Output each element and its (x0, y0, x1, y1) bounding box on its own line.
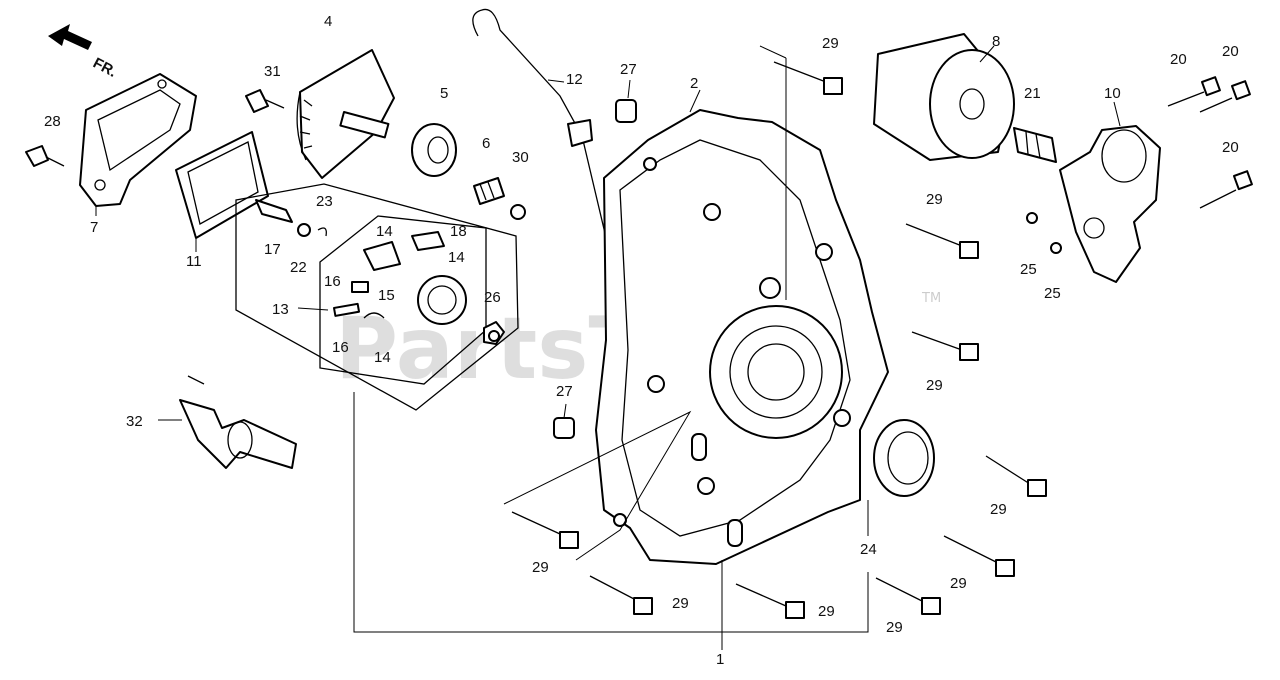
bolt-20-b (1199, 80, 1251, 113)
plate-11 (175, 131, 269, 239)
bolt-20-a (1167, 76, 1221, 107)
callout-4: 4 (324, 13, 332, 30)
callout-13: 13 (272, 301, 289, 318)
bolt-29-bottom-mid (735, 583, 805, 619)
callout-8: 8 (992, 33, 1000, 50)
callout-31: 31 (264, 63, 281, 80)
callout-25-b: 25 (1044, 285, 1061, 302)
bolt-31 (245, 89, 285, 113)
spring-6 (473, 177, 505, 205)
callout-5: 5 (440, 85, 448, 102)
callout-6: 6 (482, 135, 490, 152)
callout-28: 28 (44, 113, 61, 130)
dipstick-12 (472, 8, 609, 247)
callout-29-i: 29 (532, 559, 549, 576)
callout-21: 21 (1024, 85, 1041, 102)
ring-5 (411, 123, 457, 177)
dowel-pin-27-lower (553, 417, 575, 439)
callout-23: 23 (316, 193, 333, 210)
callout-20-a: 20 (1170, 51, 1187, 68)
washer-25-b (1050, 242, 1062, 254)
callout-1: 1 (716, 651, 724, 668)
nut-26 (488, 330, 500, 342)
callout-29-h: 29 (672, 595, 689, 612)
dowel-pin-27-upper (615, 99, 637, 123)
bolt-29-right-upper (905, 223, 979, 259)
callout-27-b: 27 (556, 383, 573, 400)
crankshaft-32 (179, 375, 297, 469)
callout-18: 18 (450, 223, 467, 240)
gear-assembly-4 (296, 49, 395, 179)
bolt-28 (25, 145, 65, 167)
leader-lines (95, 45, 1121, 650)
callout-16-b: 16 (332, 339, 349, 356)
washer-25-a (1026, 212, 1038, 224)
callout-30: 30 (512, 149, 529, 166)
callout-29-g: 29 (818, 603, 835, 620)
threaded-pipe-21 (1013, 127, 1057, 163)
callout-17: 17 (264, 241, 281, 258)
ring-30 (510, 204, 526, 220)
front-direction-label: FR. (90, 55, 119, 81)
callout-15: 15 (378, 287, 395, 304)
callout-29-b: 29 (926, 191, 943, 208)
callout-14-c: 14 (374, 349, 391, 366)
bracket-part (79, 73, 197, 207)
callout-29-a: 29 (822, 35, 839, 52)
filter-base-10 (1059, 125, 1161, 283)
callout-29-e: 29 (950, 575, 967, 592)
oil-seal-24 (873, 419, 935, 497)
bolt-29-right-mid (911, 331, 979, 361)
callout-11: 11 (186, 253, 202, 270)
callout-12: 12 (566, 71, 583, 88)
callout-14-a: 14 (376, 223, 393, 240)
callout-29-d: 29 (990, 501, 1007, 518)
watermark-trademark: TM (921, 291, 941, 306)
callout-20-c: 20 (1222, 139, 1239, 156)
callout-29-c: 29 (926, 377, 943, 394)
callout-27-a: 27 (620, 61, 637, 78)
callout-2: 2 (690, 75, 698, 92)
callout-10: 10 (1104, 85, 1121, 102)
bolt-29-right-lower (985, 455, 1047, 497)
governor-assembly-box (235, 183, 519, 411)
oil-filter-8 (873, 33, 1015, 161)
callout-26: 26 (484, 289, 501, 306)
callout-20-b: 20 (1222, 43, 1239, 60)
bolt-20-c (1199, 170, 1253, 209)
callout-7: 7 (90, 219, 98, 236)
crankcase-cover-2 (595, 109, 889, 565)
callout-22: 22 (290, 259, 307, 276)
callout-25-a: 25 (1020, 261, 1037, 278)
callout-labels: 1 2 4 5 6 7 8 10 11 12 13 14 14 14 15 16… (44, 13, 1239, 668)
callout-14-b: 14 (448, 249, 465, 266)
callout-16-a: 16 (324, 273, 341, 290)
bolt-29-left (511, 511, 579, 549)
front-direction-arrow-icon (48, 24, 92, 50)
bolt-29-bottom-left (589, 575, 653, 615)
bolt-29-bottom-right (875, 577, 941, 615)
callout-24: 24 (860, 541, 877, 558)
callout-32: 32 (126, 413, 143, 430)
bolt-29-top (773, 61, 843, 95)
bolt-29-far-right (943, 535, 1015, 577)
callout-29-f: 29 (886, 619, 903, 636)
